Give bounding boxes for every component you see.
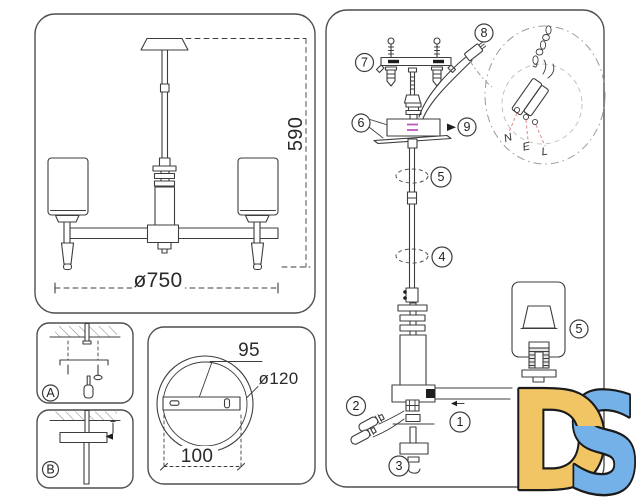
step-b-badge: B	[41, 460, 60, 479]
hole-spacing-label: 100	[181, 446, 214, 467]
center-screw-finial	[403, 67, 422, 121]
detail-panel-b: B	[36, 409, 134, 489]
mounting-bracket-bar	[162, 396, 241, 411]
arrow-left-icon	[451, 400, 457, 407]
brand-logo: S D	[506, 361, 643, 500]
suspension-rod	[395, 138, 429, 303]
callout-1-label: 1	[457, 415, 464, 429]
callout-5-shade-label: 5	[576, 322, 583, 336]
diameter-dimension-label: ø750	[133, 269, 182, 292]
callout-3-label: 3	[396, 459, 403, 473]
step-b-label: B	[46, 463, 54, 477]
wire-marks	[407, 123, 418, 131]
side-screw	[105, 420, 116, 440]
detail-leader	[469, 60, 493, 88]
callout-5: 5	[430, 166, 452, 188]
diameter-dimension: ø750	[54, 269, 279, 294]
plate-diameter-dimension: ø120	[246, 369, 299, 398]
callout-8-label: 8	[481, 26, 488, 40]
bracket-screw-right	[433, 37, 441, 58]
wire-label-neutral: N	[502, 131, 513, 145]
plate-diameter-label: ø120	[259, 369, 299, 388]
callout-5-label: 5	[438, 170, 445, 184]
assembly-panel: N E L 7 8 6 9 5 4 5 2 1 3	[325, 9, 606, 488]
wiring-detail-bubble: N E L	[484, 25, 606, 165]
bracket-screw-left	[387, 37, 395, 58]
callout-4-label: 4	[439, 250, 446, 264]
bulbs	[350, 410, 405, 445]
plate-panel: 95 ø120 100	[147, 326, 316, 485]
overview-panel: 590 ø750	[34, 13, 316, 314]
callout-9-label: 9	[464, 120, 471, 134]
height-dimension: 590	[185, 38, 311, 268]
wire-label-live: L	[541, 146, 549, 159]
callout-2: 2	[345, 395, 367, 417]
screwdriver-icon	[83, 375, 94, 399]
arrow-right-icon	[447, 123, 456, 131]
callout-8: 8	[474, 23, 494, 43]
safety-chain	[532, 25, 552, 68]
rotate-mark-lower	[395, 248, 429, 264]
callout-2-label: 2	[353, 399, 360, 413]
callout-4: 4	[431, 246, 453, 268]
shade-detail-box	[511, 281, 566, 383]
callout-7-label: 7	[361, 56, 368, 70]
callout-6: 6	[351, 113, 371, 133]
terminal-block	[511, 59, 555, 126]
bracket-dimension-label: 95	[238, 340, 260, 361]
callout-5-shade: 5	[569, 319, 589, 339]
wire-leaders	[508, 112, 546, 147]
callout-3: 3	[388, 455, 410, 477]
wall-anchor-left	[384, 66, 398, 87]
wire-connector	[464, 41, 487, 62]
step-a-label: A	[46, 386, 55, 400]
hole-spacing-dimension: 100	[159, 414, 246, 471]
chandelier-front-view	[47, 37, 279, 271]
callout-1: 1	[449, 411, 471, 433]
bracket-dimension: 95	[199, 340, 263, 397]
ceiling-bracket	[375, 37, 457, 87]
height-dimension-label: 590	[285, 117, 307, 151]
wire-label-earth: E	[522, 140, 532, 153]
left-shade	[47, 157, 89, 271]
callout-6-label: 6	[358, 116, 365, 130]
callout-9: 9	[457, 117, 477, 137]
wall-anchor-right	[430, 66, 444, 87]
body-and-arm	[391, 302, 513, 407]
callout-7: 7	[354, 52, 375, 73]
detail-panel-a: A	[36, 322, 134, 404]
right-shade	[237, 157, 279, 271]
rotate-mark-upper	[395, 168, 429, 184]
step-a-badge: A	[41, 384, 60, 402]
supply-wires	[418, 55, 473, 120]
